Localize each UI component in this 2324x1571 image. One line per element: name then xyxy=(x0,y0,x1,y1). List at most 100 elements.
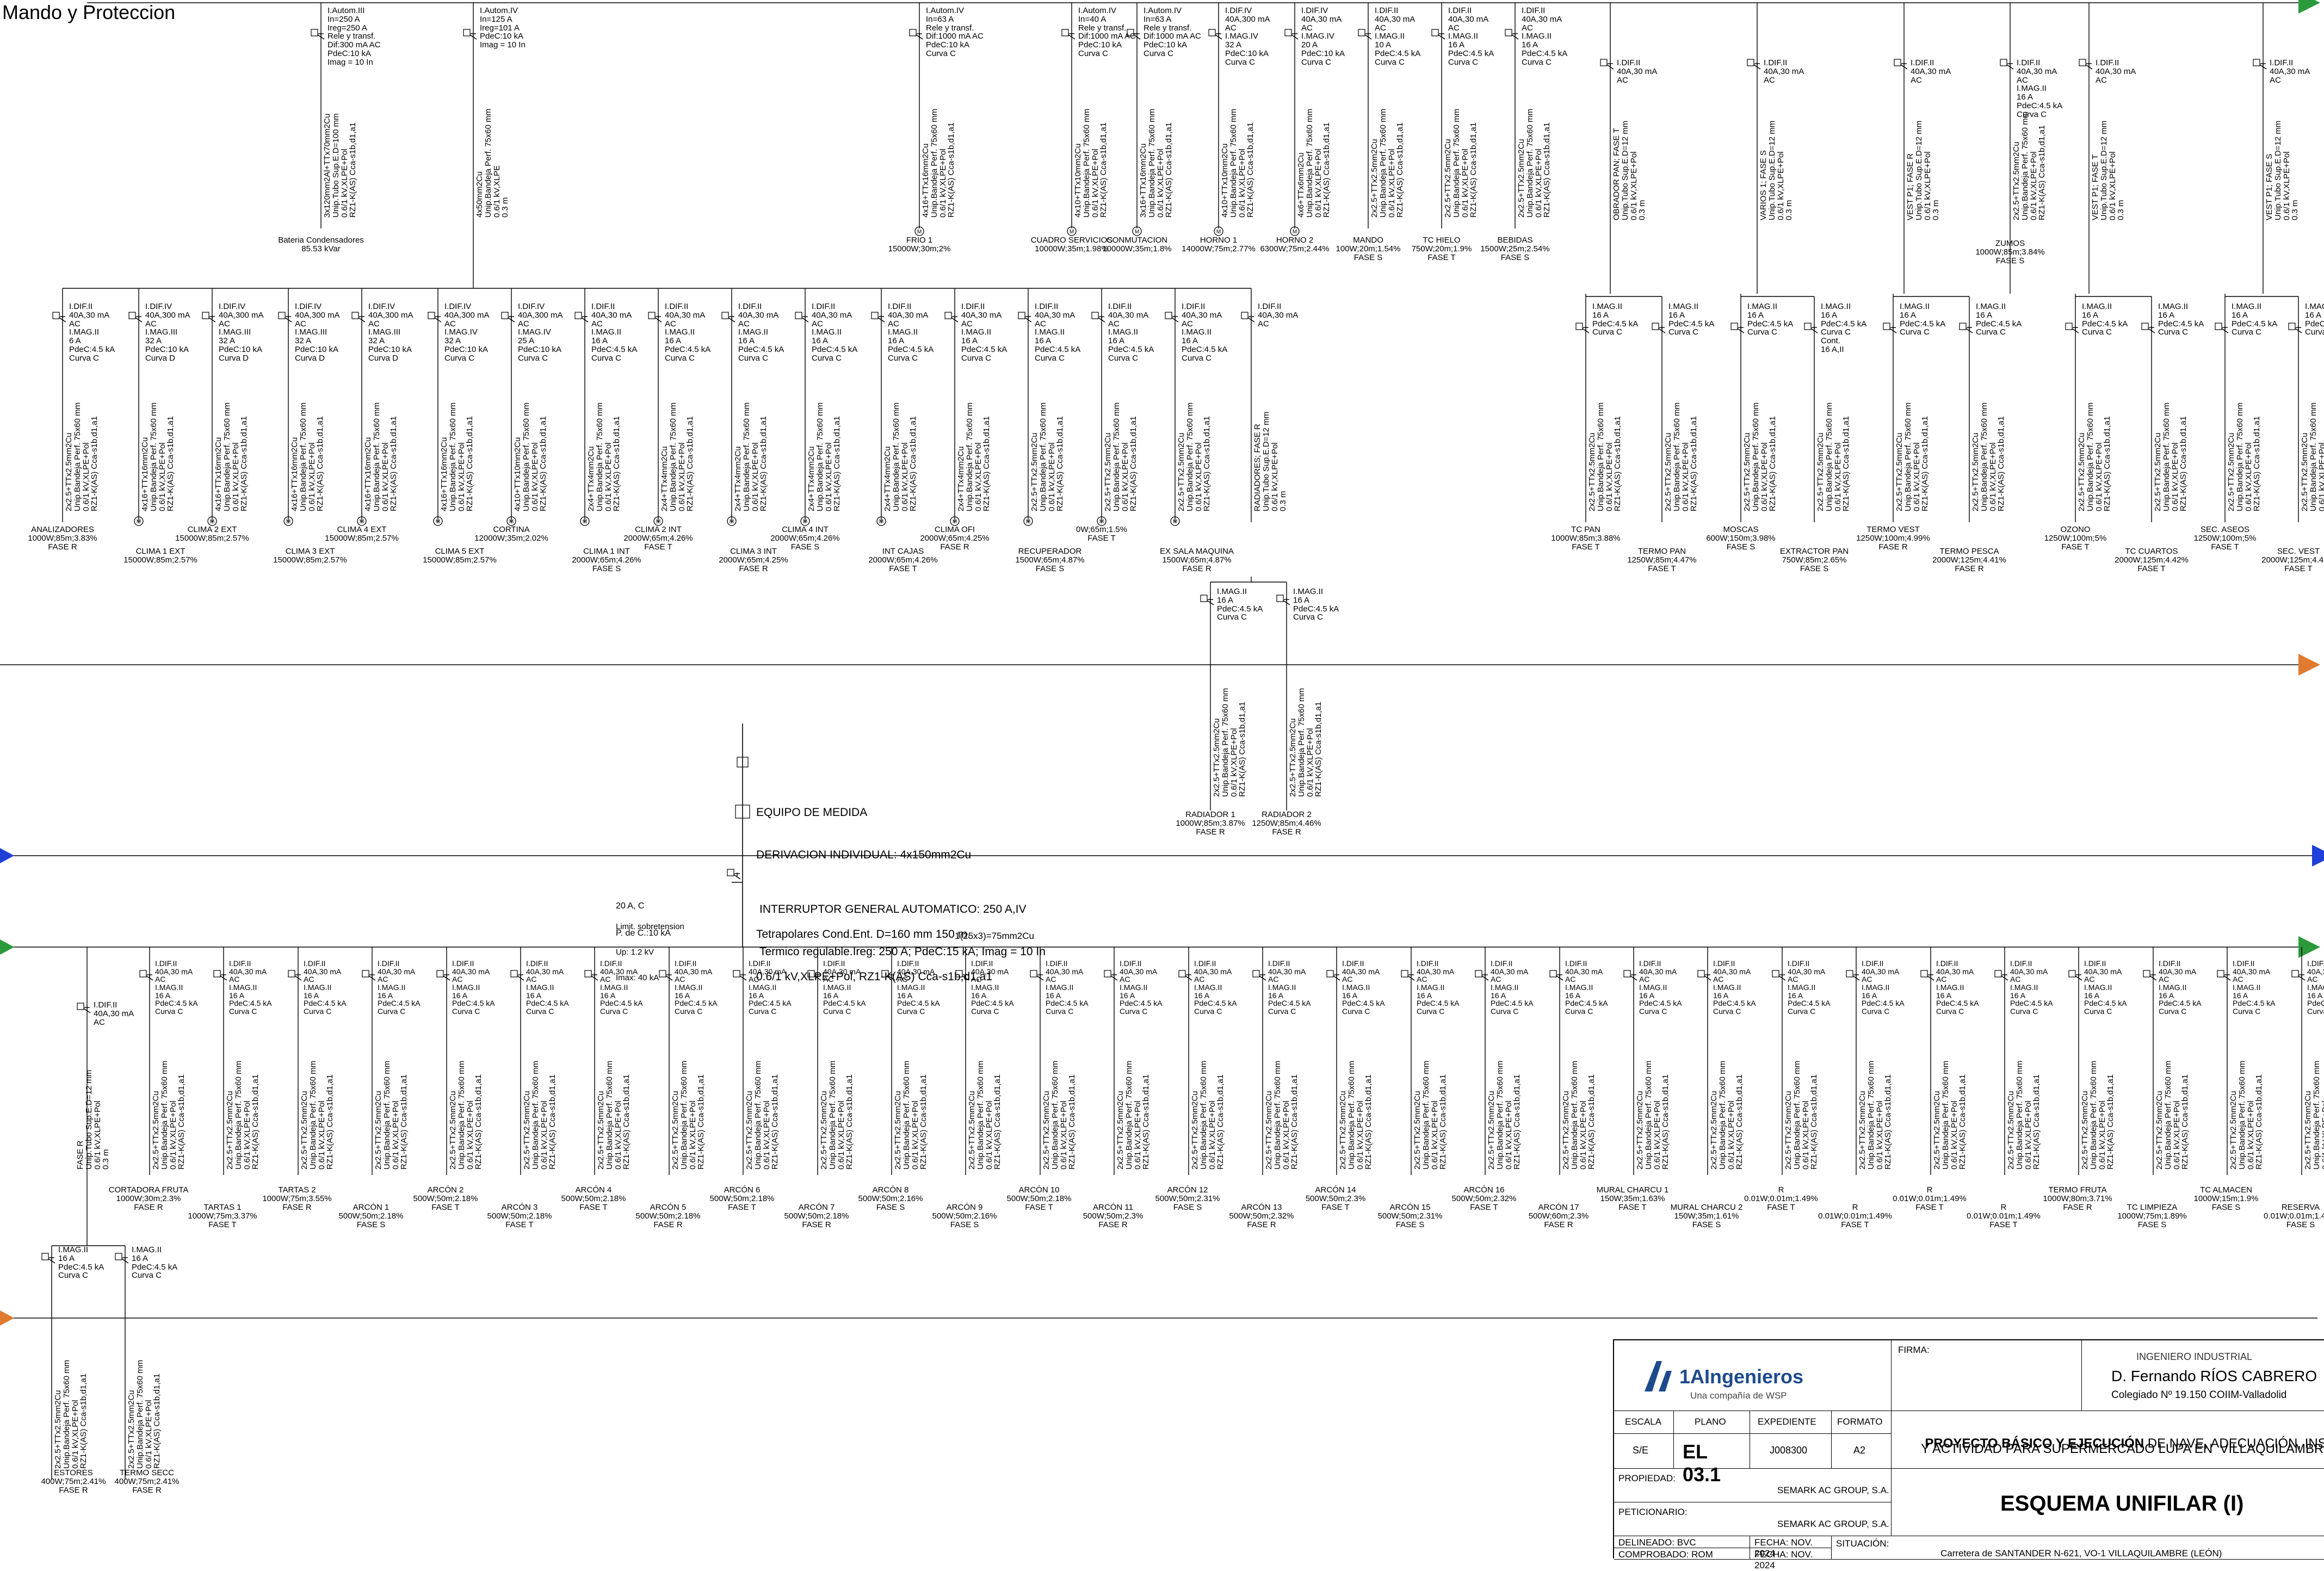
row3-devices-line: 16 A xyxy=(2159,992,2202,1000)
top-feeder-devices-line: 20 A xyxy=(1301,41,1345,50)
row2-devices-line: I.DIF.IV xyxy=(368,302,413,311)
row3-load-line: ARCÓN 4 xyxy=(550,1186,637,1195)
row3-load-line: TERMO FRUTA xyxy=(2034,1186,2121,1195)
row3-load-line: 500W;50m;2.18% xyxy=(327,1212,415,1221)
row3-cable-line: 0.6/1 kV,XLPE+Pol xyxy=(2098,1061,2107,1170)
top-right-devices-line: 40A,30 mA xyxy=(1764,67,1804,76)
row2-cable-line: RZ1-K(AS) Cca-s1b,d1,a1 xyxy=(1129,403,1138,511)
row3-load-line: ARCÓN 1 xyxy=(327,1203,415,1212)
row3-cable-line: 0.6/1 kV,XLPE+Pol xyxy=(392,1061,400,1170)
top-right-cable-line: 0.3 m xyxy=(2291,121,2300,220)
row3-load-line: 500W;50m;2.31% xyxy=(1144,1195,1231,1203)
row2-devices-line: Curva C xyxy=(444,354,490,363)
row2-devices-line: 40A,30 mA xyxy=(1182,311,1227,320)
row3-cable-line: Unip.Bandeja Perf. 75x60 mm xyxy=(1274,1061,1282,1170)
row2-right-cable-line: Unip.Bandeja Perf. 75x60 mm xyxy=(2086,403,2095,511)
row3-cable-line: RZ1-K(AS) Cca-s1b,d1,a1 xyxy=(1439,1061,1448,1170)
top-right-devices-line: 40A,30 mA xyxy=(2017,67,2062,76)
row4-devices-line: Curva C xyxy=(58,1271,104,1280)
top-right-breaker-box xyxy=(2253,59,2260,66)
motor-symbol-text: M xyxy=(1293,229,1297,235)
row2-load-line: 2000W;65m;4.25% xyxy=(911,534,998,543)
row3-cable-line: 2x2.5+TTx2.5mm2Cu xyxy=(1042,1061,1051,1170)
section-arrow-blue-right xyxy=(2312,845,2324,867)
row3-load-line: TARTAS 1 xyxy=(179,1203,266,1212)
row3-load-line: 500W;50m;2.16% xyxy=(847,1195,934,1203)
row2-cable-line: 0.6/1 kV,XLPE+Pol xyxy=(751,403,760,511)
row2-load-line: 15000W;85m;2.57% xyxy=(267,556,354,565)
top-feeder-cable-line: RZ1-K(AS) Cca-s1b,d1,a1 xyxy=(349,113,357,218)
row2-devices-line: I.DIF.II xyxy=(1035,302,1080,311)
top-feeder-devices-line: 40A,30 mA xyxy=(1301,15,1345,24)
top-feeder-devices-line: I.Autom.IV xyxy=(926,7,984,15)
row2-right-load-line: FASE T xyxy=(1542,543,1629,552)
row3-devices-line: I.DIF.II xyxy=(1936,960,1979,968)
row2-cable-line: RZ1-K(AS) Cca-s1b,d1,a1 xyxy=(982,403,991,511)
top-feeder-cable-line: RZ1-K(AS) Cca-s1b,d1,a1 xyxy=(1469,109,1478,218)
row2-right-load-line: TERMO PESCA xyxy=(1926,547,2013,556)
row2-devices-line: 16 A xyxy=(591,337,637,345)
row2-right-load-line: FASE T xyxy=(2255,565,2324,573)
motor-symbol-text: M xyxy=(583,519,587,525)
row3-cable-line: Unip.Bandeja Perf. 75x60 mm xyxy=(1942,1061,1950,1170)
row3-cable-line: 2x2.5+TTx2.5mm2Cu xyxy=(2229,1061,2238,1170)
row3-breaker-box xyxy=(437,970,443,977)
row3-devices-line: I.MAG.II xyxy=(1565,984,1608,992)
row2-devices-line: Curva D xyxy=(295,354,340,363)
row2-devices-line: I.DIF.II xyxy=(888,302,934,311)
row2-cable-line: 0.6/1 kV,XLPE+Pol xyxy=(825,403,833,511)
row4-devices-line: PdeC:4.5 kA xyxy=(132,1263,177,1272)
row3-cable-line: 0.6/1 kV,XLPE+Pol xyxy=(1802,1061,1810,1170)
row2-right-devices-line: I.MAG.II xyxy=(1900,302,1945,311)
row2-devices-line: I.DIF.IV xyxy=(444,302,490,311)
row3-devices-line: AC xyxy=(1862,975,1905,984)
row4-cable-line: 0.6/1 kV,XLPE+Pol xyxy=(71,1360,80,1469)
row3-devices-line: I.MAG.II xyxy=(2307,984,2324,992)
row2-breaker-box xyxy=(872,312,878,319)
top-right-devices-line: 40A,30 mA xyxy=(1911,67,1951,76)
row2-breaker-box xyxy=(279,312,285,319)
main-breaker-box xyxy=(727,869,734,876)
row2-breaker-box xyxy=(1092,312,1098,319)
row3-devices-line: Curva C xyxy=(1936,1007,1979,1016)
row3-devices-line: Curva C xyxy=(2084,1007,2127,1016)
row3-devices-line: 16 A xyxy=(1491,992,1534,1000)
row2-cable-line: 4x16+TTx16mm2Cu xyxy=(364,403,373,511)
row3-load-line: 500W;50m;2.31% xyxy=(1367,1212,1454,1221)
row3-devices-line: AC xyxy=(1120,975,1163,984)
top-right-devices-line: PdeC:4.5 kA xyxy=(2017,102,2062,110)
row3-devices-line: I.DIF.II xyxy=(526,960,569,968)
row3-load-line: 150W;35m;1.63% xyxy=(1589,1195,1676,1203)
row2-right-cable-line: 2x2.5+TTx2.5mm2Cu xyxy=(1816,403,1825,511)
row3-breaker-box xyxy=(2292,970,2298,977)
row2-right-cable-line: RZ1-K(AS) Cca-s1b,d1,a1 xyxy=(2179,403,2188,511)
row2-load-line: FASE R xyxy=(710,565,797,573)
row3-devices-line: PdeC:4.5 kA xyxy=(1491,999,1534,1007)
row2-devices-line: 40A,30 mA xyxy=(1035,311,1080,320)
logo-name: 1AIngenieros xyxy=(1679,1365,1803,1388)
motor-symbol-text: M xyxy=(1135,229,1139,235)
row3-cable-line: RZ1-K(AS) Cca-s1b,d1,a1 xyxy=(2106,1061,2115,1170)
row3-cable-line: RZ1-K(AS) Cca-s1b,d1,a1 xyxy=(1364,1061,1373,1170)
row2-cable-line: Unip.Bandeja Perf. 75x60 mm xyxy=(1039,403,1048,511)
scale-header: ESCALA xyxy=(1614,1411,1674,1434)
signature-cell: FIRMA: xyxy=(1892,1340,2082,1411)
row3-cable-line: Unip.Bandeja Perf. 75x60 mm xyxy=(309,1061,318,1170)
row3-load-line: FASE R xyxy=(773,1221,860,1229)
top-feeder-devices-line: I.MAG.IV xyxy=(1225,32,1270,41)
